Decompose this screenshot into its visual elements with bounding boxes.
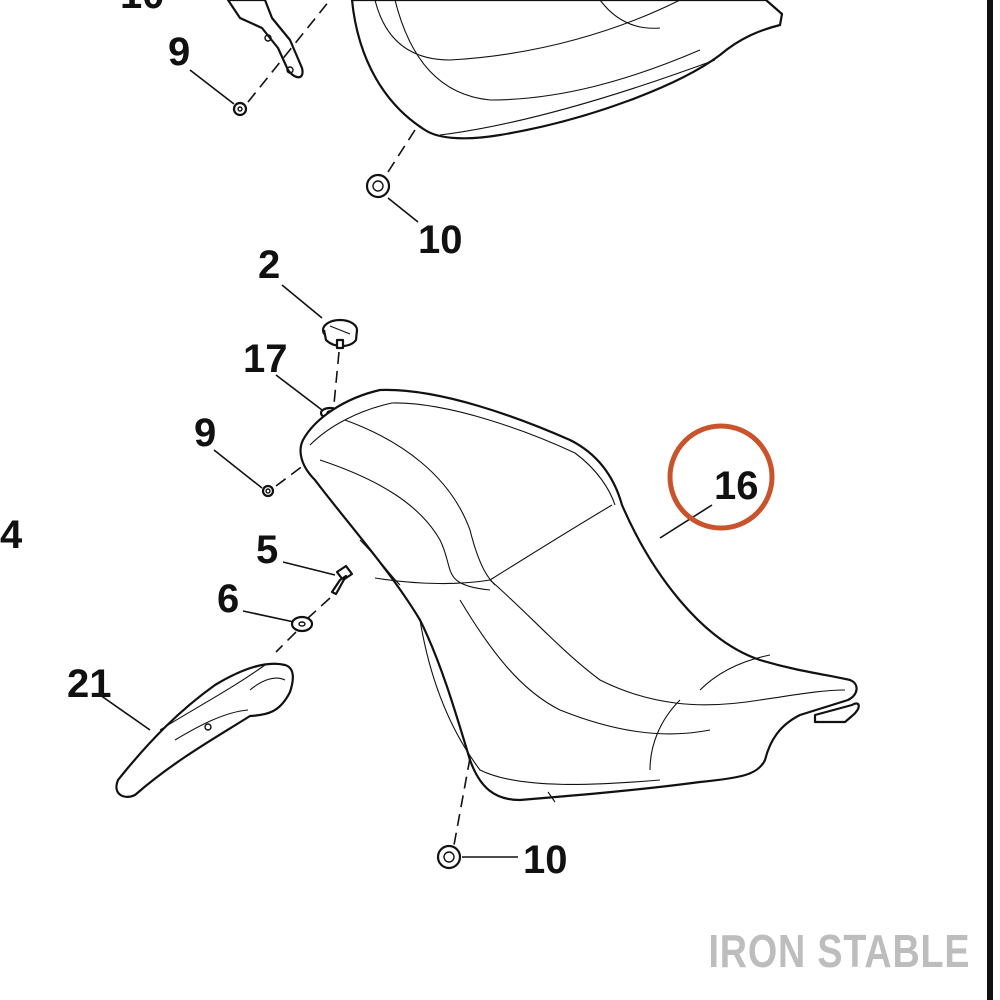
callout-nut-bottom: 10 xyxy=(523,838,568,882)
knob-part xyxy=(321,318,359,350)
nut-top-part xyxy=(365,173,391,199)
callout-top-partial: 10 xyxy=(120,0,165,17)
dash-screw-top xyxy=(247,0,331,103)
callout-knob: 2 xyxy=(258,243,280,287)
callout-bracket: 21 xyxy=(67,662,112,706)
callout-washer: 6 xyxy=(217,577,239,621)
screw-top-part xyxy=(232,101,248,117)
callout-side-partial: 4 xyxy=(0,513,23,557)
nut-bottom-part xyxy=(436,844,462,870)
dash-screw-mid xyxy=(275,461,309,487)
dash-nut-bottom xyxy=(453,757,471,846)
seat-highlight-circle xyxy=(667,423,775,531)
callout-screw-mid: 9 xyxy=(194,411,216,455)
washer-part xyxy=(290,615,314,633)
dash-washer xyxy=(275,631,297,653)
dash-nut-top xyxy=(387,129,416,173)
callout-bolt: 5 xyxy=(256,528,278,572)
callout-nut-top: 10 xyxy=(418,218,463,262)
seat-leader xyxy=(659,504,713,539)
upper-seat-part xyxy=(350,0,784,140)
upper-bracket-part xyxy=(226,0,304,79)
bolt-part xyxy=(330,564,354,596)
watermark-text: IRON STABLE xyxy=(708,925,970,977)
screw-mid-part xyxy=(261,484,275,498)
dash-bolt xyxy=(307,597,331,619)
main-seat-part xyxy=(299,388,860,803)
callout-seat: 16 xyxy=(714,464,759,508)
callout-screw-top: 9 xyxy=(168,30,190,74)
dash-knob xyxy=(333,351,340,405)
callout-washer-small: 17 xyxy=(243,337,288,381)
bracket-part xyxy=(115,662,294,798)
